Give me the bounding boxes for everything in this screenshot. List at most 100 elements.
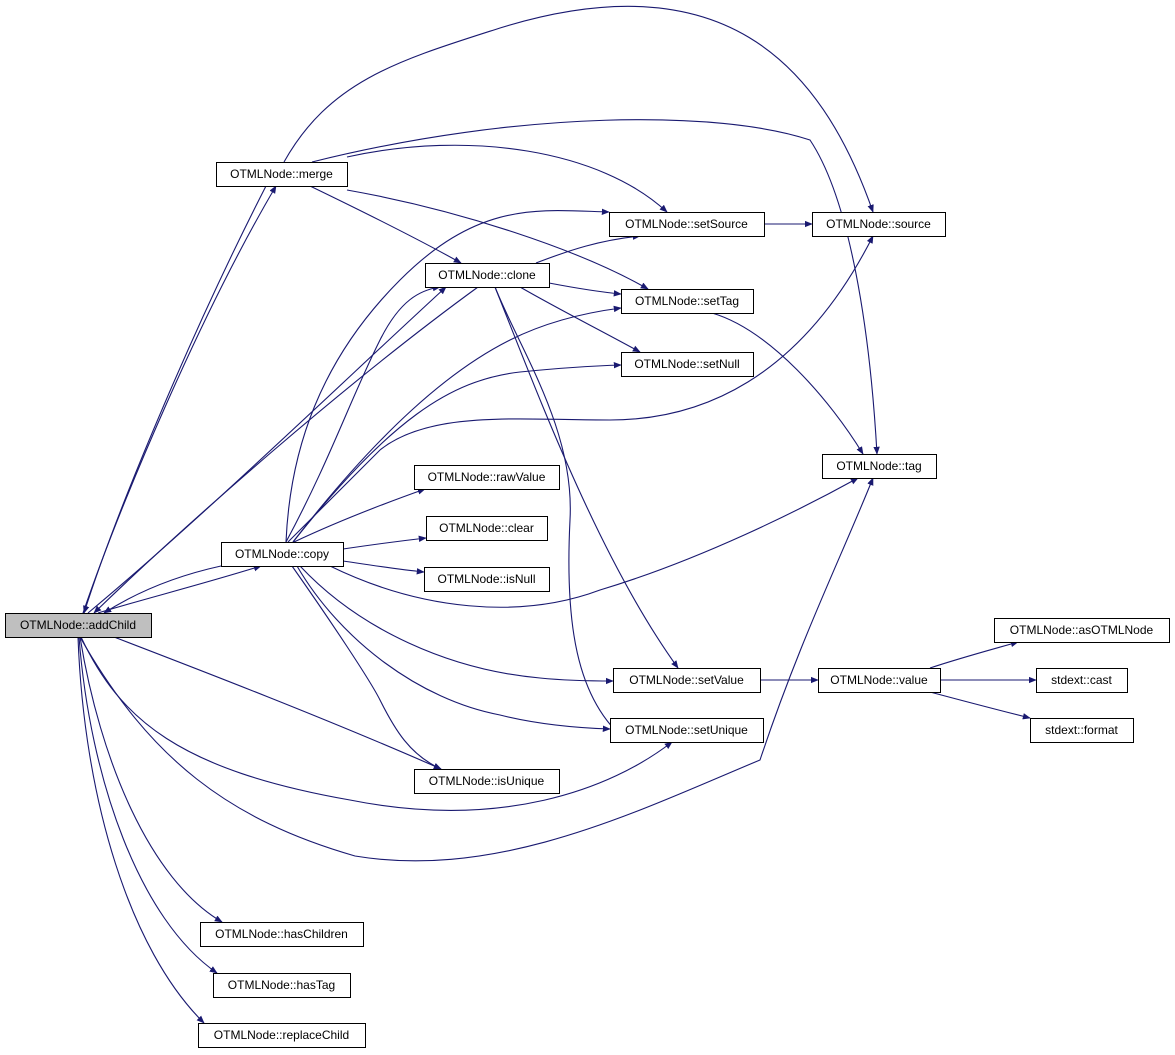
edge-addChild-to-isUnique [113,636,442,770]
node-copy[interactable]: OTMLNode::copy [221,542,344,567]
node-addChild[interactable]: OTMLNode::addChild [5,613,152,638]
edge-copy-to-source [287,235,874,543]
node-hasTag[interactable]: OTMLNode::hasTag [213,973,351,998]
node-isUnique[interactable]: OTMLNode::isUnique [414,769,560,794]
node-label: OTMLNode::replaceChild [214,1028,349,1042]
node-clear[interactable]: OTMLNode::clear [426,516,548,541]
node-clone[interactable]: OTMLNode::clone [425,263,550,288]
edge-copy-to-setSource [285,208,610,543]
node-rawValue[interactable]: OTMLNode::rawValue [414,465,560,490]
node-box [198,1023,366,1048]
edge-copy-to-setTag [292,305,622,543]
node-label: OTMLNode::clear [439,521,534,535]
node-label: OTMLNode::isNull [437,572,535,586]
node-label: OTMLNode::hasChildren [215,927,348,941]
node-box [609,212,765,237]
node-box [221,542,344,567]
node-label: OTMLNode::addChild [20,618,136,632]
node-setUnique[interactable]: OTMLNode::setUnique [610,718,764,743]
edge-clone-to-setSource [535,233,641,264]
edge-merge-to-clone [309,185,462,264]
edge-addChild-to-copy [97,565,262,614]
node-box [425,263,550,288]
edge-merge-to-source [283,5,874,213]
node-label: OTMLNode::isUnique [429,774,545,788]
node-label: OTMLNode::copy [235,547,329,561]
edge-clone-to-setUnique [494,286,629,743]
node-box [200,922,364,947]
node-box [822,454,937,479]
node-box [818,668,941,693]
node-box [613,668,761,693]
edge-layer [77,5,1037,1024]
node-label: OTMLNode::setUnique [625,723,748,737]
edge-addChild-to-clone [87,286,447,614]
edge-copy-to-setValue [299,565,614,685]
node-label: OTMLNode::setValue [629,673,744,687]
node-box [424,567,550,592]
edge-clone-to-addChild [93,286,479,614]
node-replaceChild[interactable]: OTMLNode::replaceChild [198,1023,366,1048]
node-tag[interactable]: OTMLNode::tag [822,454,937,479]
edge-clone-to-setValue [494,286,679,669]
node-label: OTMLNode::merge [230,167,333,181]
edge-merge-to-setSource [346,144,668,213]
node-setSource[interactable]: OTMLNode::setSource [609,212,765,237]
edge-merge-to-addChild [83,185,267,614]
node-box [621,352,754,377]
node-box [414,769,560,794]
node-setNull[interactable]: OTMLNode::setNull [621,352,754,377]
edge-merge-to-tag [311,119,880,455]
edge-copy-to-setNull [292,362,622,543]
node-box [414,465,560,490]
edge-copy-to-setUnique [296,565,611,732]
node-box [994,618,1170,643]
edge-addChild-to-hasTag [78,636,218,974]
node-label: OTMLNode::tag [836,459,921,473]
node-label: OTMLNode::setSource [625,217,748,231]
edge-addChild-to-replaceChild [77,636,205,1024]
node-box [426,516,548,541]
edge-clone-to-setTag [548,282,622,297]
node-label: stdext::cast [1051,673,1112,687]
node-cast[interactable]: stdext::cast [1036,668,1128,693]
edge-addChild-to-tag [79,477,874,862]
node-label: OTMLNode::value [830,673,928,687]
node-label: OTMLNode::clone [438,268,536,282]
edge-copy-to-isNull [342,560,425,575]
node-setTag[interactable]: OTMLNode::setTag [621,289,754,314]
edge-addChild-to-setUnique [80,636,673,811]
edge-copy-to-clear [342,535,427,550]
edge-value-to-asOTMLNode [929,640,1019,669]
node-box [812,212,946,237]
node-box [610,718,764,743]
node-isNull[interactable]: OTMLNode::isNull [424,567,550,592]
node-box [1036,668,1128,693]
edge-clone-to-setNull [519,286,641,353]
node-box [1030,718,1134,743]
node-box [621,289,754,314]
edge-copy-to-addChild [103,565,222,614]
node-asOTMLNode[interactable]: OTMLNode::asOTMLNode [994,618,1170,643]
node-value[interactable]: OTMLNode::value [818,668,941,693]
node-label: OTMLNode::setTag [635,294,739,308]
node-box [216,162,348,187]
node-setValue[interactable]: OTMLNode::setValue [613,668,761,693]
edge-copy-to-tag [329,477,859,608]
edge-copy-to-isUnique [291,565,442,770]
node-box [5,613,152,638]
node-source[interactable]: OTMLNode::source [812,212,946,237]
edge-value-to-format [929,691,1031,720]
node-merge[interactable]: OTMLNode::merge [216,162,348,187]
node-label: OTMLNode::setNull [634,357,739,371]
edge-copy-to-rawValue [293,488,426,543]
node-format[interactable]: stdext::format [1030,718,1134,743]
node-box [213,973,351,998]
node-label: OTMLNode::hasTag [228,978,335,992]
edge-copy-to-clone [285,284,441,543]
node-hasChildren[interactable]: OTMLNode::hasChildren [200,922,364,947]
node-label: OTMLNode::asOTMLNode [1010,623,1154,637]
node-layer: OTMLNode::addChild OTMLNode::mergeOTMLNod… [5,162,1170,1048]
node-label: OTMLNode::source [826,217,931,231]
